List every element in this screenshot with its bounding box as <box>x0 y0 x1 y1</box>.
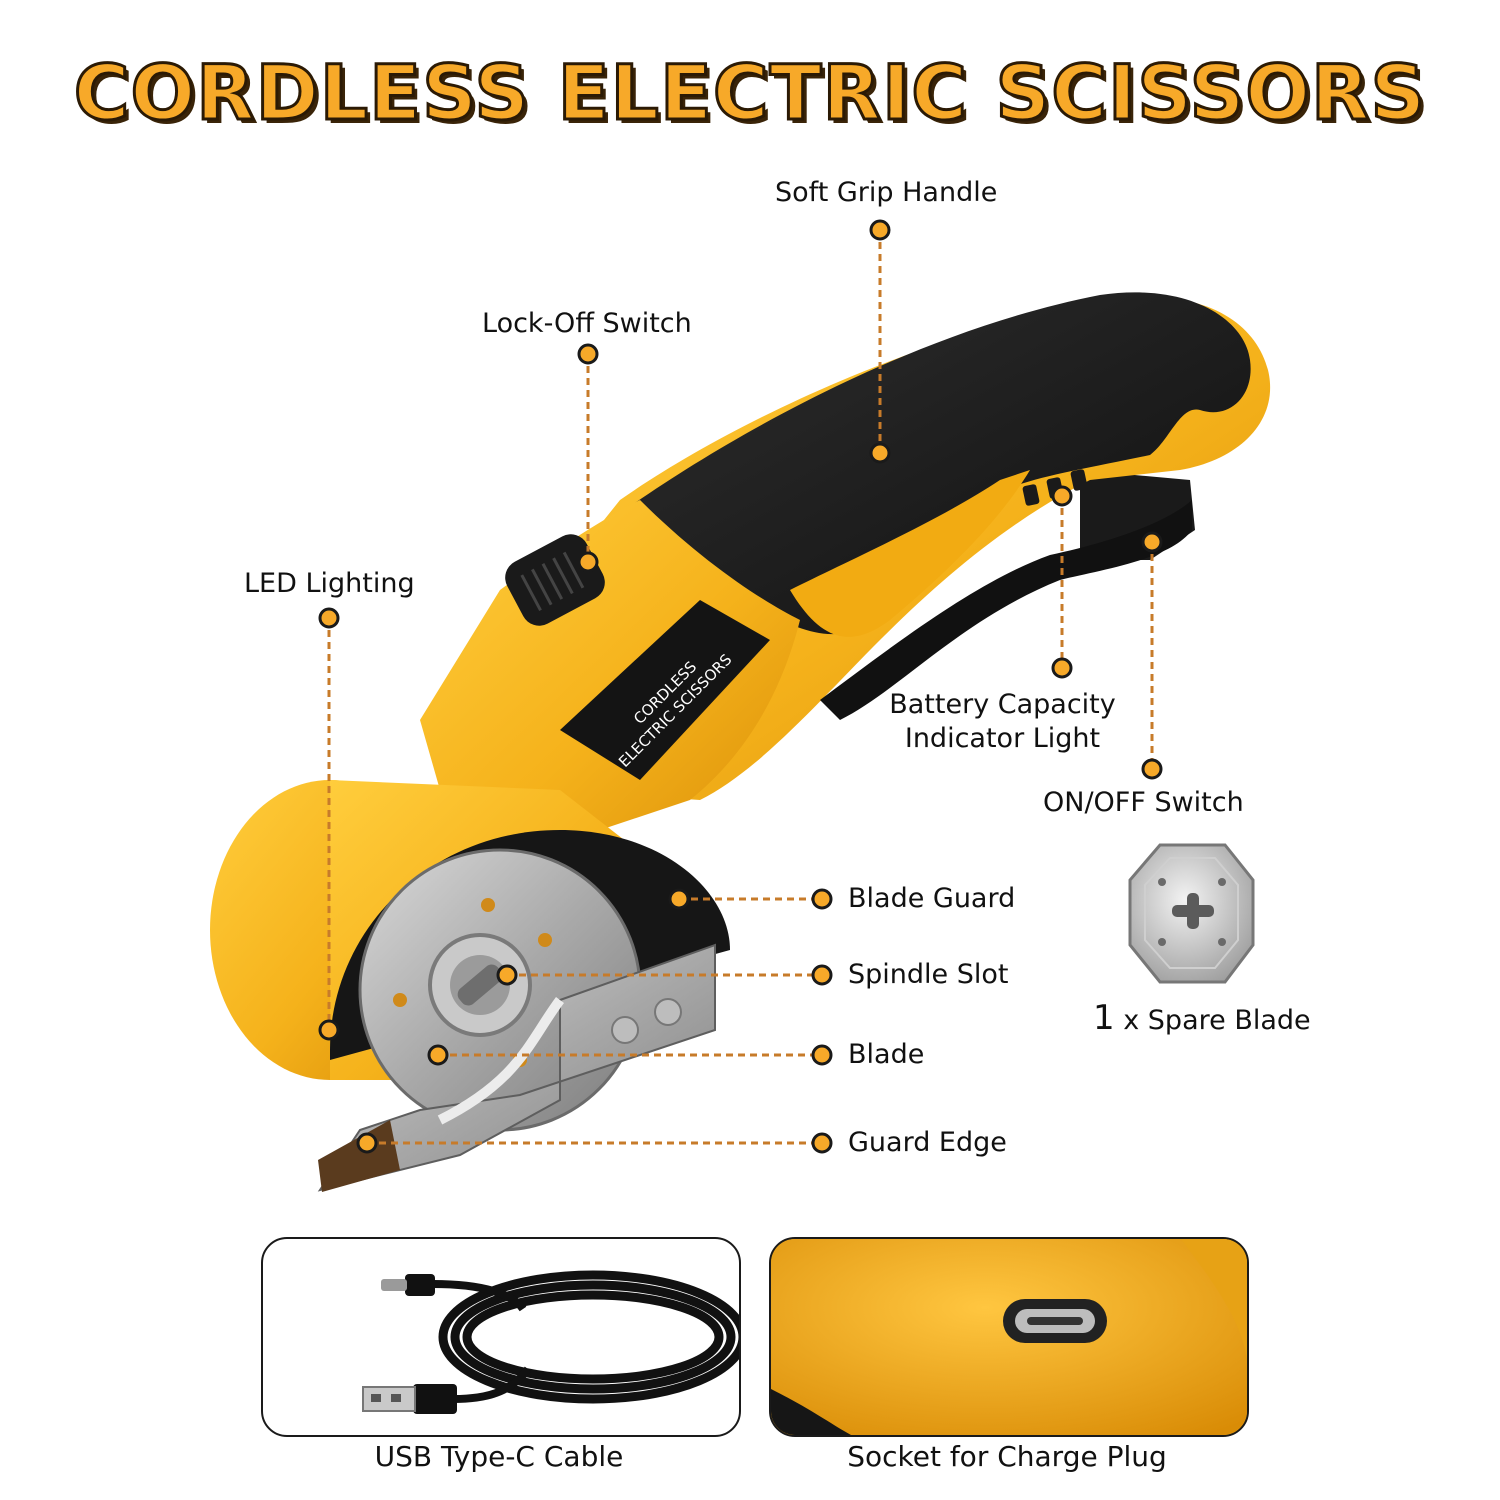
socket-box <box>769 1237 1249 1437</box>
dot-led-top <box>318 607 340 629</box>
label-spindle-slot: Spindle Slot <box>848 959 1009 990</box>
label-led-lighting: LED Lighting <box>244 568 415 599</box>
label-soft-grip-handle: Soft Grip Handle <box>775 177 998 208</box>
dot-onoff <box>1141 758 1163 780</box>
dot-blade-start <box>427 1044 449 1066</box>
label-lock-off-switch: Lock-Off Switch <box>482 308 692 339</box>
soft-grip <box>632 292 1251 635</box>
label-battery-capacity: Battery Capacity Indicator Light <box>880 688 1125 756</box>
label-blade-guard: Blade Guard <box>848 883 1016 914</box>
dot-blade <box>811 1044 833 1066</box>
dot-spindle-start <box>496 964 518 986</box>
dot-onoff-top <box>1141 531 1163 553</box>
usb-cable-box <box>261 1237 741 1437</box>
dot-edge-start <box>356 1132 378 1154</box>
logo-panel <box>560 600 770 780</box>
dot-edge <box>811 1132 833 1154</box>
dot-battery <box>1051 657 1073 679</box>
spare-blade-label: x Spare Blade <box>1123 1005 1311 1036</box>
label-blade: Blade <box>848 1039 925 1070</box>
dot-led <box>318 1019 340 1041</box>
dot-spindle <box>811 964 833 986</box>
spare-blade-qty: 1 <box>1093 998 1115 1038</box>
dot-lock-top <box>577 343 599 365</box>
socket-illustration <box>771 1239 1247 1435</box>
dot-guard-start <box>668 888 690 910</box>
label-battery-line1: Battery Capacity <box>889 689 1116 720</box>
dot-soft-grip-top <box>869 219 891 241</box>
label-on-off-switch: ON/OFF Switch <box>1043 787 1244 818</box>
usb-cable-icon <box>362 1270 739 1414</box>
label-battery-line2: Indicator Light <box>904 723 1101 754</box>
spare-blade-caption: 1 x Spare Blade <box>1093 998 1311 1038</box>
dot-guard <box>811 888 833 910</box>
label-guard-edge: Guard Edge <box>848 1127 1007 1158</box>
dot-soft-grip <box>869 442 891 464</box>
socket-caption: Socket for Charge Plug <box>847 1440 1167 1473</box>
dot-battery-top <box>1051 485 1073 507</box>
cable-caption: USB Type-C Cable <box>374 1440 624 1473</box>
dot-lock <box>577 551 599 573</box>
page-title: CORDLESS ELECTRIC SCISSORS <box>72 47 1427 139</box>
